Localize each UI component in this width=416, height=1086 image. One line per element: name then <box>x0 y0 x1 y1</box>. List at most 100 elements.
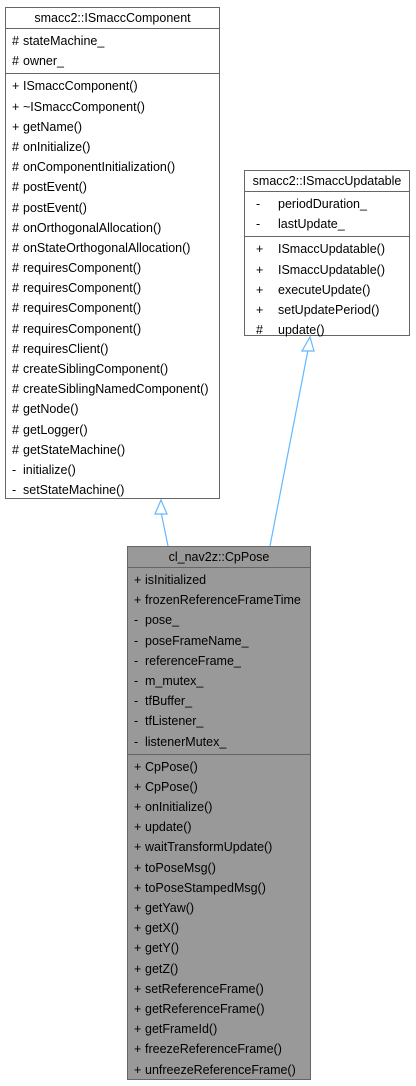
member-row[interactable]: #requiresComponent() <box>6 258 219 278</box>
member-row[interactable]: +isInitialized <box>128 570 310 590</box>
visibility-marker: # <box>12 382 19 397</box>
member-row[interactable]: +ISmaccUpdatable() <box>245 260 409 280</box>
member-name: unfreezeReferenceFrame() <box>145 1062 296 1077</box>
member-row[interactable]: #requiresComponent() <box>6 319 219 339</box>
member-name: onInitialize() <box>23 139 91 154</box>
member-row[interactable]: -m_mutex_ <box>128 671 310 691</box>
visibility-marker: + <box>134 1022 142 1037</box>
member-name: lastUpdate_ <box>278 217 345 232</box>
member-row[interactable]: -poseFrameName_ <box>128 631 310 651</box>
member-row[interactable]: #onOrthogonalAllocation() <box>6 218 219 238</box>
member-name: setUpdatePeriod() <box>278 302 380 317</box>
member-row[interactable]: #onStateOrthogonalAllocation() <box>6 238 219 258</box>
member-row[interactable]: #onComponentInitialization() <box>6 157 219 177</box>
member-row[interactable]: #getNode() <box>6 399 219 419</box>
member-name: CpPose() <box>145 759 198 774</box>
member-row[interactable]: -listenerMutex_ <box>128 732 310 752</box>
member-row[interactable]: +toPoseStampedMsg() <box>128 878 310 898</box>
visibility-marker: # <box>12 261 19 276</box>
visibility-marker: + <box>12 79 20 94</box>
class-cppose[interactable]: cl_nav2z::CpPose +isInitialized+frozenRe… <box>127 546 311 1080</box>
member-row[interactable]: +ISmaccComponent() <box>6 76 219 96</box>
member-row[interactable]: +setUpdatePeriod() <box>245 300 409 320</box>
visibility-marker: + <box>134 921 142 936</box>
member-name: tfBuffer_ <box>145 694 193 709</box>
visibility-marker: + <box>134 779 142 794</box>
visibility-marker: # <box>12 301 19 316</box>
member-row[interactable]: #owner_ <box>6 51 219 71</box>
visibility-marker: # <box>12 180 19 195</box>
member-name: getYaw() <box>145 901 195 915</box>
member-row[interactable]: #requiresComponent() <box>6 278 219 298</box>
member-name: ISmaccUpdatable() <box>278 262 385 277</box>
member-row[interactable]: # postEvent() <box>6 177 219 197</box>
member-row[interactable]: +unfreezeReferenceFrame() <box>128 1060 310 1080</box>
member-row[interactable]: +getYaw() <box>128 898 310 918</box>
member-name: postEvent() <box>23 180 87 195</box>
member-row[interactable]: +waitTransformUpdate() <box>128 837 310 857</box>
visibility-marker: - <box>134 633 139 648</box>
member-row[interactable]: -periodDuration_ <box>245 194 409 214</box>
member-row[interactable]: +setReferenceFrame() <box>128 979 310 999</box>
member-row[interactable]: +freezeReferenceFrame() <box>128 1039 310 1059</box>
class-ismacccomponent[interactable]: smacc2::ISmaccComponent #stateMachine_#o… <box>5 7 220 499</box>
visibility-marker: # <box>12 160 19 175</box>
member-row[interactable]: #stateMachine_ <box>6 31 219 51</box>
member-name: periodDuration_ <box>278 197 367 211</box>
member-row[interactable]: #getLogger() <box>6 420 219 440</box>
member-row[interactable]: #requiresClient() <box>6 339 219 359</box>
visibility-marker: + <box>134 573 142 587</box>
member-row[interactable]: #createSiblingNamedComponent() <box>6 379 219 399</box>
edge-arrowhead-component <box>154 498 168 515</box>
member-name: isInitialized <box>145 573 207 587</box>
member-row[interactable]: -setStateMachine() <box>6 480 219 500</box>
member-row[interactable]: -lastUpdate_ <box>245 214 409 234</box>
member-row[interactable]: -pose_ <box>128 610 310 630</box>
member-row[interactable]: -initialize() <box>6 460 219 480</box>
member-row[interactable]: #requiresComponent() <box>6 298 219 318</box>
member-row[interactable]: #postEvent() <box>6 198 219 218</box>
visibility-marker: + <box>134 759 142 774</box>
visibility-marker: + <box>134 1062 142 1077</box>
member-row[interactable]: +onInitialize() <box>128 797 310 817</box>
member-name: update() <box>278 323 325 338</box>
member-row[interactable]: +CpPose() <box>128 757 310 777</box>
member-row[interactable]: +~ISmaccComponent() <box>6 97 219 117</box>
member-row[interactable]: +CpPose() <box>128 777 310 797</box>
visibility-marker: + <box>134 840 142 855</box>
member-name: requiresComponent() <box>23 321 142 336</box>
member-row[interactable]: +getReferenceFrame() <box>128 999 310 1019</box>
member-row[interactable]: +frozenReferenceFrameTime <box>128 590 310 610</box>
member-name: getY() <box>145 941 180 956</box>
member-name: CpPose() <box>145 779 198 794</box>
member-row[interactable]: -tfBuffer_ <box>128 691 310 711</box>
visibility-marker: - <box>134 714 139 729</box>
attributes-section: #stateMachine_#owner_ <box>6 28 219 73</box>
visibility-marker: - <box>12 483 17 498</box>
member-row[interactable]: +getZ() <box>128 959 310 979</box>
visibility-marker: + <box>256 242 264 257</box>
member-row[interactable]: +executeUpdate() <box>245 280 409 300</box>
member-row[interactable]: #createSiblingComponent() <box>6 359 219 379</box>
member-row[interactable]: #update() <box>245 320 409 340</box>
member-row[interactable]: +getFrameId() <box>128 1019 310 1039</box>
member-name: getStateMachine() <box>23 442 126 457</box>
visibility-marker: + <box>134 961 142 976</box>
member-row[interactable]: #getStateMachine() <box>6 440 219 460</box>
class-ismaccupdatable[interactable]: smacc2::ISmaccUpdatable -periodDuration_… <box>244 170 410 337</box>
member-name: owner_ <box>23 54 64 69</box>
visibility-marker: + <box>134 593 142 608</box>
member-row[interactable]: +toPoseMsg() <box>128 858 310 878</box>
visibility-marker: - <box>134 673 139 688</box>
member-name: listenerMutex_ <box>145 734 227 749</box>
member-row[interactable]: +getX() <box>128 918 310 938</box>
member-row[interactable]: +getName() <box>6 117 219 137</box>
member-row[interactable]: +getY() <box>128 938 310 958</box>
member-row[interactable]: +ISmaccUpdatable() <box>245 239 409 259</box>
member-row[interactable]: -tfListener_ <box>128 711 310 731</box>
member-row[interactable]: -referenceFrame_ <box>128 651 310 671</box>
member-row[interactable]: #onInitialize() <box>6 137 219 157</box>
member-row[interactable]: +update() <box>128 817 310 837</box>
visibility-marker: + <box>134 860 142 875</box>
member-name: getNode() <box>23 402 79 417</box>
